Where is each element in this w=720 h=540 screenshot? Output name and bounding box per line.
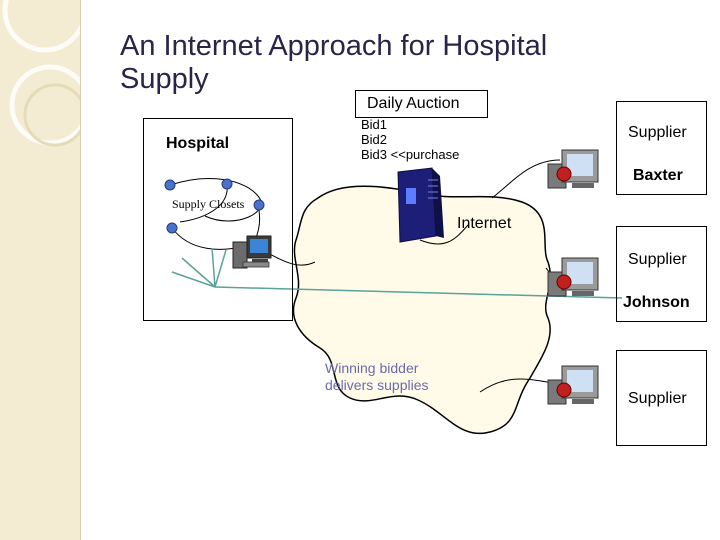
hospital-box: [143, 118, 293, 321]
sidebar-divider: [80, 0, 81, 540]
winning-label-line: Winning bidder: [325, 360, 419, 376]
supplier-label: Supplier: [628, 390, 687, 407]
supply-closets-label: Supply Closets: [172, 197, 245, 211]
supplier-label: Supplier: [628, 124, 687, 141]
supplier-box-johnson: [616, 226, 707, 322]
bid-list: Bid1 Bid2 Bid3 <<purchase: [361, 117, 459, 162]
supplier-label: Supplier: [628, 251, 687, 268]
winning-label-line: delivers supplies: [325, 377, 429, 393]
server-icon: [397, 167, 444, 243]
daily-auction-box: [355, 90, 488, 118]
supplier-box-baxter: [616, 101, 707, 195]
closet-connector-line: [169, 178, 262, 222]
supply-closet-dot: [166, 222, 178, 234]
winning-bidder-label: Winning bidder delivers supplies: [325, 360, 429, 394]
decorative-sidebar: [0, 0, 80, 540]
bid-item: Bid1: [361, 117, 388, 132]
pc-icon: [547, 149, 599, 189]
hospital-label: Hospital: [166, 135, 230, 152]
daily-auction-title: Daily Auction: [367, 95, 460, 112]
computer-icon: [232, 235, 272, 269]
slide-title: An Internet Approach for Hospital Supply: [120, 30, 548, 95]
link-baxter: [491, 159, 561, 199]
supply-closet-dot: [221, 178, 233, 190]
bid-item: Bid2: [361, 132, 388, 147]
internet-cloud: [292, 185, 552, 435]
supply-closet-dot: [253, 199, 265, 211]
pc-icon: [547, 257, 599, 297]
supplier-name-johnson: Johnson: [623, 294, 690, 311]
pc-icon: [547, 365, 599, 405]
delivery-fork: [171, 247, 227, 288]
internet-label: Internet: [457, 215, 512, 232]
closet-connector-line: [179, 183, 228, 223]
link-internet-server: [419, 224, 469, 245]
supplier-box-third: [616, 350, 707, 446]
supplier-name-baxter: Baxter: [633, 167, 683, 184]
bid-item: Bid3 <<purchase: [361, 147, 460, 162]
supply-closet-dot: [164, 179, 176, 191]
sidebar-circles-icon: [2, 0, 80, 147]
